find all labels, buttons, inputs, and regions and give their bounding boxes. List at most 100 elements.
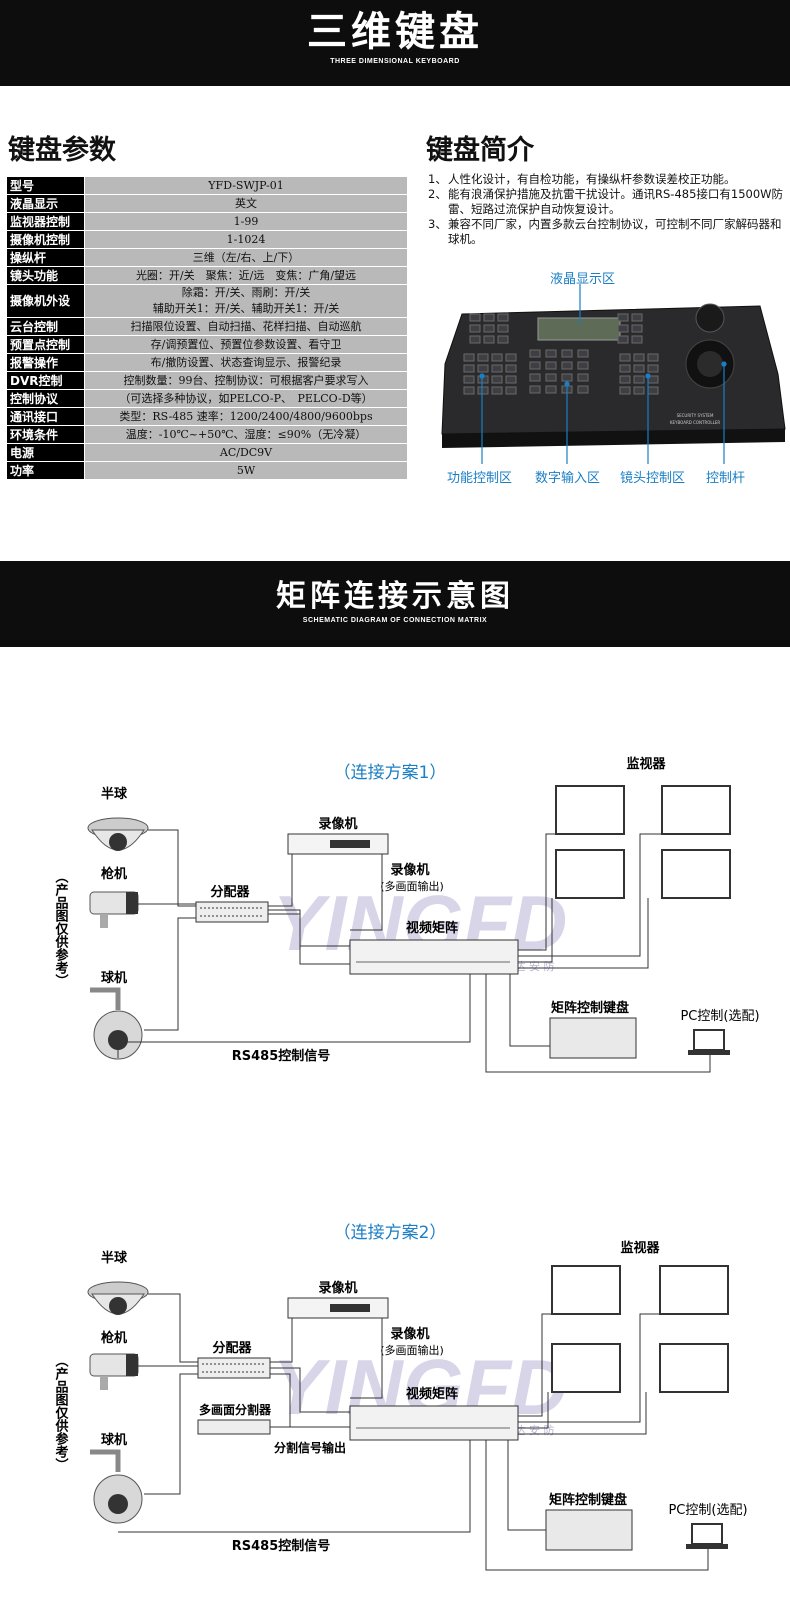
recorder-label2: 录像机 [318,1280,357,1296]
param-row: 预置点控制存/调预置位、预置位参数设置、看守卫 [6,335,408,354]
param-key: 功率 [6,461,85,480]
matrix-box [349,939,519,975]
keyboard-key [617,324,629,333]
keyboard-key [463,353,475,362]
top-banner: 三维键盘 THREE DIMENSIONAL KEYBOARD [0,0,790,86]
keyboard-key [497,313,509,322]
recorder2-sub2: (多画面输出) [380,1343,444,1357]
monitors-label2: 监视器 [620,1240,660,1256]
param-key: 环境条件 [6,425,85,444]
keyboard-key [631,313,643,322]
pc-label: PC控制(选配) [680,1009,759,1024]
intro-item: 1、人性化设计，有自检功能，有操纵杆参数误差校正功能。 [428,172,788,187]
param-value: 三维（左/右、上/下） [84,248,408,267]
recorder2-sub: (多画面输出) [380,879,444,893]
keyboard-key [505,375,517,384]
kbd-label2: 矩阵控制键盘 [548,1492,627,1508]
param-value: 除霜：开/关、雨刷：开/关辅助开关1：开/关、辅助开关1：开/关 [84,284,408,318]
param-row: 液晶显示英文 [6,194,408,213]
keyboard-key [483,335,495,344]
param-key: 摄像机控制 [6,230,85,249]
matrix-label: 视频矩阵 [406,920,458,936]
keyboard-key [477,353,489,362]
keyboard-key [633,386,645,395]
matrix-box2 [349,1405,519,1441]
params-heading: 键盘参数 [8,135,116,166]
side-note2: （产品图仅供参考） [53,1354,70,1471]
keyboard-key [505,353,517,362]
matrix-keyboard-box [549,1017,637,1059]
keyboard-key [619,353,631,362]
multi-label: 多画面分割器 [199,1402,272,1417]
keyboard-key [631,324,643,333]
bullet-label2: 枪机 [101,1330,127,1346]
param-value: 5W [84,461,408,480]
laptop-icon [686,1523,728,1549]
param-value: AC/DC9V [84,443,408,462]
splitter-box [195,901,269,923]
keyboard-key [577,349,589,358]
keyboard-key [647,386,659,395]
dome-label: 半球 [101,786,128,802]
keyboard-key [463,375,475,384]
param-key: 控制协议 [6,389,85,408]
param-value: 1-1024 [84,230,408,249]
param-value: 扫描限位设置、自动扫描、花样扫描、自动巡航 [84,317,408,336]
dome-label2: 半球 [101,1250,128,1266]
intro-item-number: 2、 [428,187,447,201]
rs485-label: RS485控制信号 [232,1048,331,1064]
scheme1-title: （连接方案1） [334,763,447,783]
keyboard-key [577,373,589,382]
keyboard-key [529,385,541,394]
intro-heading: 键盘简介 [426,135,534,166]
param-row: 操纵杆三维（左/右、上/下） [6,248,408,267]
param-key: 电源 [6,443,85,462]
bullet-camera-icon [89,891,139,928]
splitter-label: 分配器 [210,884,250,900]
matrix-banner-subtitle: SCHEMATIC DIAGRAM OF CONNECTION MATRIX [302,617,488,624]
monitor-icon [551,1265,729,1393]
keyboard-key [633,364,645,373]
keyboard-key [505,386,517,395]
splitter-label2: 分配器 [212,1340,252,1356]
ptz-camera-icon [90,1449,143,1524]
param-row: 环境条件温度：-10℃~+50℃、湿度：≤90%（无冷凝） [6,425,408,444]
recorder2-label2: 录像机 [390,1326,429,1342]
param-key: 型号 [6,176,85,195]
param-value: （可选择多种协议，如PELCO-P、 PELCO-D等） [84,389,408,408]
keyboard-key [545,349,557,358]
keyboard-key [617,335,629,344]
keyboard-key [491,386,503,395]
matrix-label2: 视频矩阵 [406,1386,458,1402]
keyboard-key [577,385,589,394]
panel-text1: SECURITY SYSTEM [677,413,714,418]
param-value: 存/调预置位、预置位参数设置、看守卫 [84,335,408,354]
param-value: 温度：-10℃~+50℃、湿度：≤90%（无冷凝） [84,425,408,444]
keyboard-key [469,335,481,344]
keyboard-key [491,353,503,362]
keyboard-key [477,386,489,395]
matrix-banner-title: 矩阵连接示意图 [276,579,514,614]
joystick-label: 控制杆 [706,471,746,486]
param-value: 1-99 [84,212,408,231]
param-key: 通讯接口 [6,407,85,426]
param-row: 控制协议（可选择多种协议，如PELCO-P、 PELCO-D等） [6,389,408,408]
keyboard-key [529,361,541,370]
keyboard-image: SECURITY SYSTEM KEYBOARD CONTROLLER [441,284,786,464]
keyboard-key [561,349,573,358]
keyboard-key [633,353,645,362]
ptz-label2: 球机 [101,1432,127,1448]
intro-item-text: 兼容不同厂家，内置多款云台控制协议，可控制不同厂家解码器和球机。 [448,217,782,246]
bullet-label: 枪机 [101,866,127,882]
intro-item: 3、兼容不同厂家，内置多款云台控制协议，可控制不同厂家解码器和球机。 [428,217,788,247]
keyboard-key [647,364,659,373]
param-row: DVR控制控制数量：99台、控制协议：可根据客户要求写入 [6,371,408,390]
lcd-label: 液晶显示区 [550,272,616,287]
intro-item-text: 能有浪涌保护措施及抗雷干扰设计。通讯RS-485接口有1500W防雷、短路过流保… [448,187,784,216]
keyboard-key [491,375,503,384]
keyboard-key [497,335,509,344]
scheme2-diagram: （连接方案2） YINGFD 英 飞 达 安 防 （产品图仅供参考） 半球 枪机… [53,1223,748,1571]
keyboard-key [647,353,659,362]
